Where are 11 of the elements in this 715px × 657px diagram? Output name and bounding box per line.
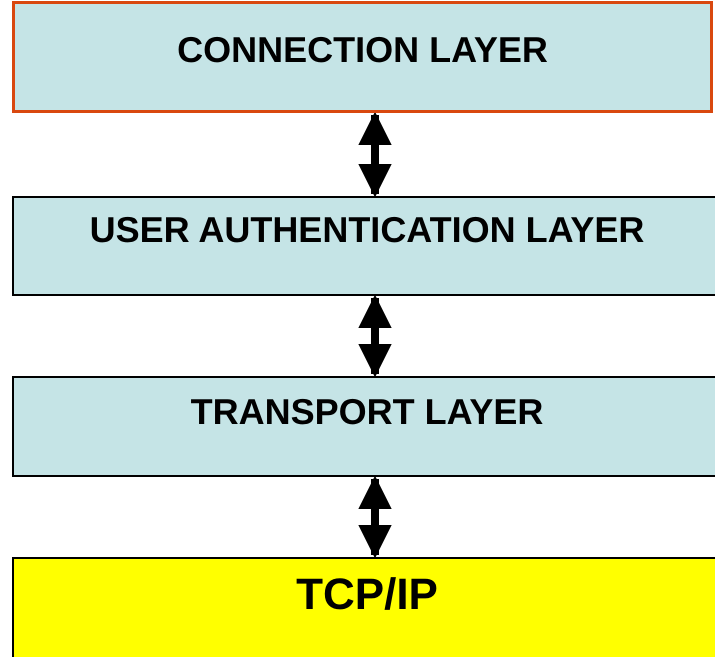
layer-box [12, 376, 715, 477]
double-arrow [358, 294, 392, 378]
layer-box [12, 557, 715, 657]
layer-label: TCP/IP [296, 571, 438, 619]
layer-box [12, 1, 713, 113]
layer-label: USER AUTHENTICATION LAYER [90, 210, 644, 250]
double-arrow [358, 112, 392, 198]
layer-label: TRANSPORT LAYER [190, 392, 544, 432]
layer-box [12, 196, 715, 296]
double-arrow [358, 476, 392, 558]
layer-label: CONNECTION LAYER [177, 30, 548, 70]
